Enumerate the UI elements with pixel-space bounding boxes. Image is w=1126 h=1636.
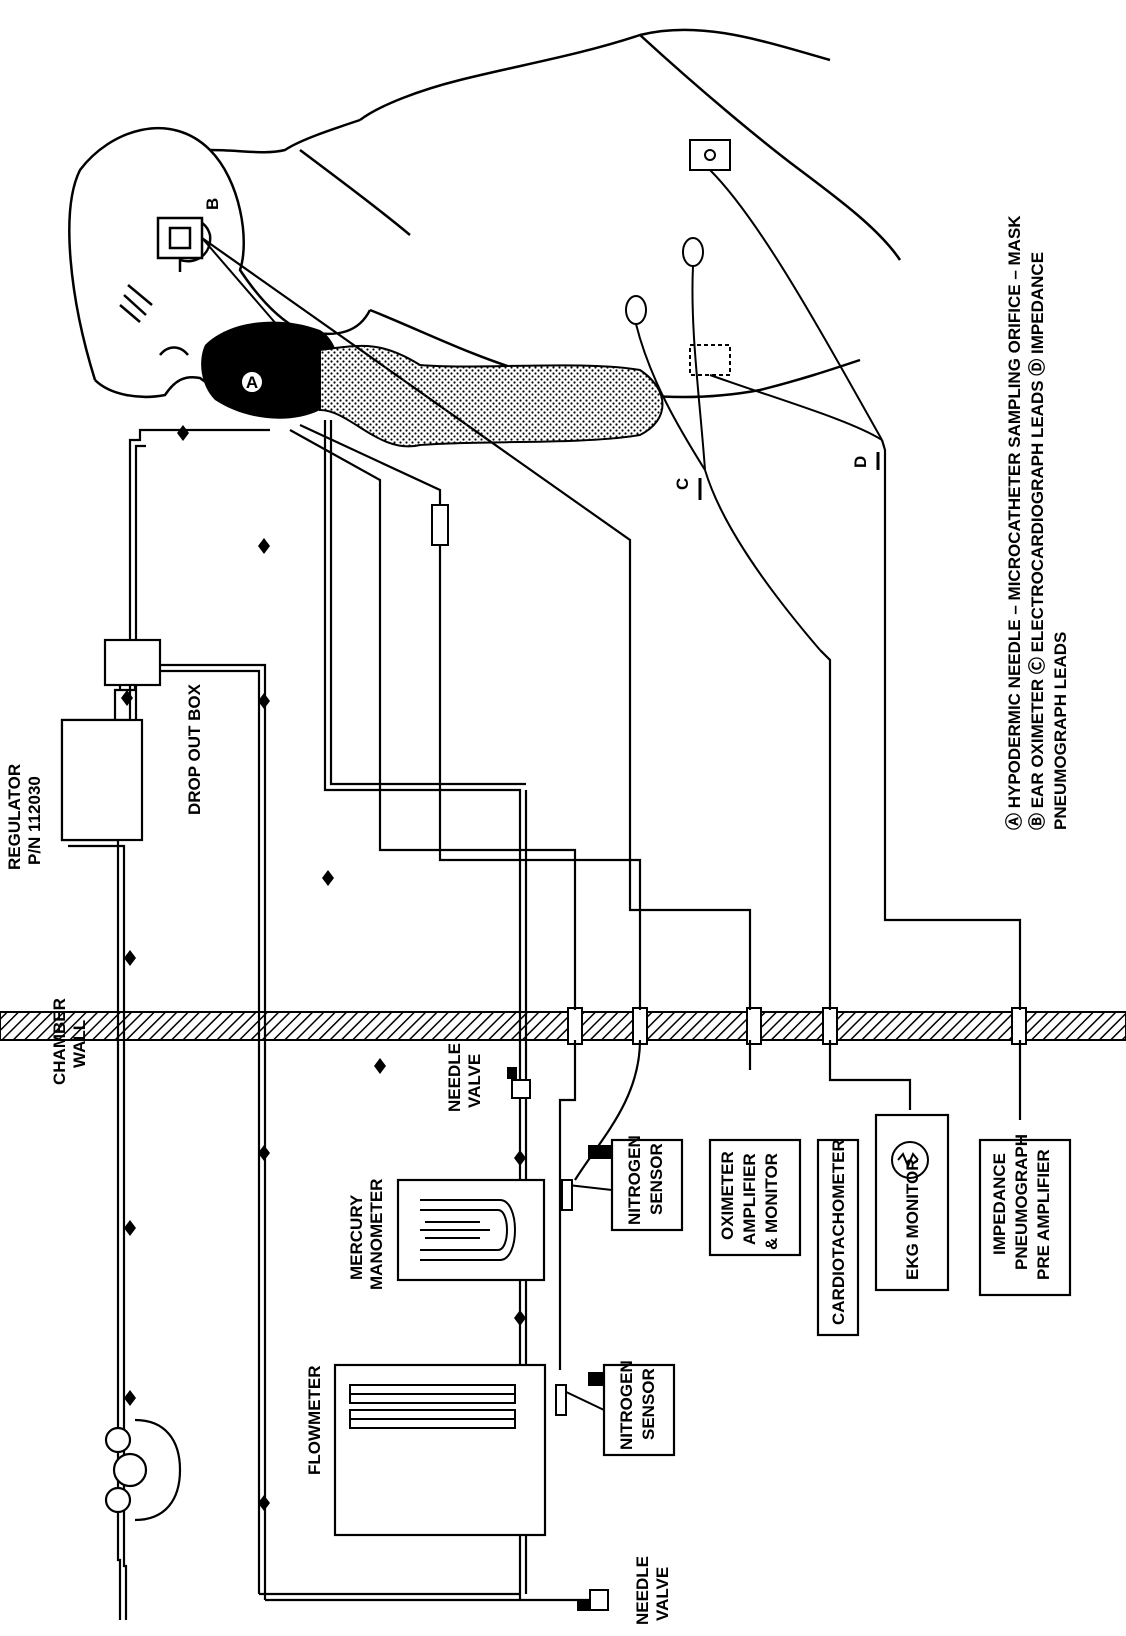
breathing-mask: A: [201, 322, 339, 419]
legend-line-3: PNEUMOGRAPH LEADS: [1051, 632, 1070, 830]
legend-line-1: Ⓐ HYPODERMIC NEEDLE – MICROCATHETER SAMP…: [1004, 215, 1024, 830]
oximeter-label-3: & MONITOR: [762, 1153, 781, 1250]
arm: [640, 35, 900, 260]
needle-valve-top-label-1: NEEDLE: [445, 1043, 464, 1112]
leads: [636, 170, 882, 650]
mercury-manometer-label-2: MANOMETER: [367, 1179, 386, 1290]
shoulder: [360, 30, 830, 120]
legend: Ⓐ HYPODERMIC NEEDLE – MICROCATHETER SAMP…: [1004, 215, 1070, 830]
regulator-box: [62, 720, 142, 840]
nitrogen-sensor-1-label-2: SENSOR: [647, 1143, 666, 1215]
impedance-label-2: PNEUMOGRAPH: [1012, 1134, 1031, 1270]
sensor-heads: [588, 1145, 612, 1386]
gauge-2: [106, 1488, 130, 1512]
needle-valve-bottom: [578, 1590, 608, 1610]
marker-d-label: D: [851, 456, 870, 468]
oximeter-label-1: OXIMETER: [718, 1151, 737, 1240]
inline-filter: [432, 505, 448, 545]
gas-cylinder: [106, 1420, 180, 1520]
flowmeter-frame: [335, 1365, 545, 1535]
neck-back: [210, 120, 360, 152]
drop-out-box-label: DROP OUT BOX: [185, 683, 204, 815]
marker-b-label: B: [203, 198, 222, 210]
oximeter-label-2: AMPLIFIER: [740, 1153, 759, 1245]
mercury-manometer-label-1: MERCURY: [347, 1194, 366, 1280]
chamber-wall-label-2: WALL: [70, 1020, 89, 1068]
needle-valve-top-label-2: VALVE: [465, 1054, 484, 1108]
marker-a-label: A: [246, 373, 258, 392]
chamber-wall: [0, 1012, 1126, 1040]
legend-line-2: Ⓑ EAR OXIMETER Ⓒ ELECTROCARDIOGRAPH LEAD…: [1027, 252, 1047, 830]
nitrogen-sensor-2-label-1: NITROGEN: [617, 1360, 636, 1450]
drop-out-box: [105, 640, 160, 685]
impedance-label-1: IMPEDANCE: [990, 1153, 1009, 1255]
eye: [160, 348, 188, 356]
needle-valve-bottom-label-2: VALVE: [653, 1567, 672, 1621]
flowmeter-label: FLOWMETER: [305, 1365, 324, 1475]
nitrogen-sensor-1-label-1: NITROGEN: [625, 1135, 644, 1225]
regulator-label-1: REGULATOR: [5, 764, 24, 870]
chamber-wall-label-1: CHAMBER: [50, 998, 69, 1085]
chest-line: [300, 150, 410, 235]
nitrogen-sensor-2-label-2: SENSOR: [639, 1368, 658, 1440]
gauge-1: [106, 1428, 130, 1452]
ekg-monitor-label: EKG MONITOR: [903, 1158, 922, 1280]
marker-c-label: C: [673, 478, 692, 490]
impedance-label-3: PRE AMPLIFIER: [1034, 1149, 1053, 1280]
regulator-label-2: P/N 112030: [25, 776, 44, 865]
subject-figure: [69, 30, 900, 397]
ecg-electrode-2: [683, 238, 703, 266]
cardiotachometer-label: CARDIOTACHOMETER: [829, 1139, 848, 1325]
ecg-electrode-1: [626, 296, 646, 324]
needle-valve-bottom-label-1: NEEDLE: [633, 1556, 652, 1625]
check-valves: [121, 425, 526, 1511]
